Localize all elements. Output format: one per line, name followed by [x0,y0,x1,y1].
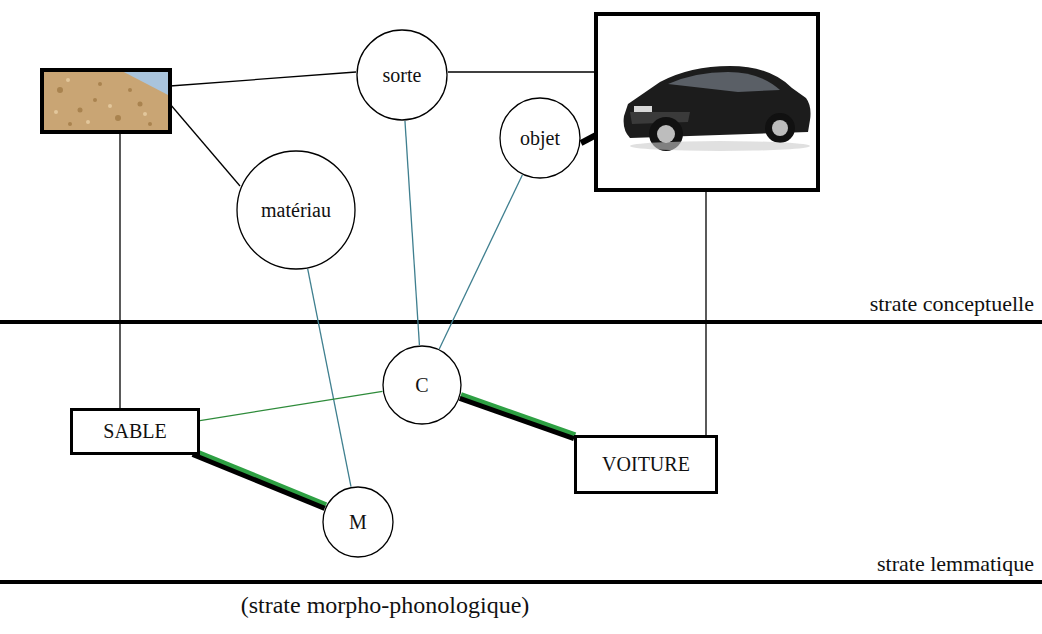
car-picture [596,14,818,190]
connector [193,451,327,509]
concept-circle: matériau [236,150,356,270]
stratum-label: strate conceptuelle [868,291,1036,317]
node-label: VOITURE [602,453,690,475]
node-label: objet [520,127,560,149]
stratum-line [0,580,1042,584]
concept-circle: objet [499,97,581,179]
connector [460,395,576,439]
lemma-box: VOITURE [574,435,718,494]
stratum-label: (strate morpho-phonologique) [239,592,532,619]
lemma-circle: C [382,345,462,425]
connector [200,391,383,420]
stratum-line [0,320,1042,324]
lemma-box: SABLE [70,408,200,455]
node-label: SABLE [103,420,166,442]
node-label: M [349,511,367,533]
node-label: sorte [383,64,422,86]
concept-circle: sorte [356,29,448,121]
lemma-circle: M [322,486,394,558]
node-label: C [415,374,428,396]
node-label: matériau [261,199,331,221]
connector [439,175,522,349]
connector [405,121,419,345]
sand-picture [42,70,170,132]
stratum-label: strate lemmatique [875,551,1036,577]
connector [308,269,351,487]
